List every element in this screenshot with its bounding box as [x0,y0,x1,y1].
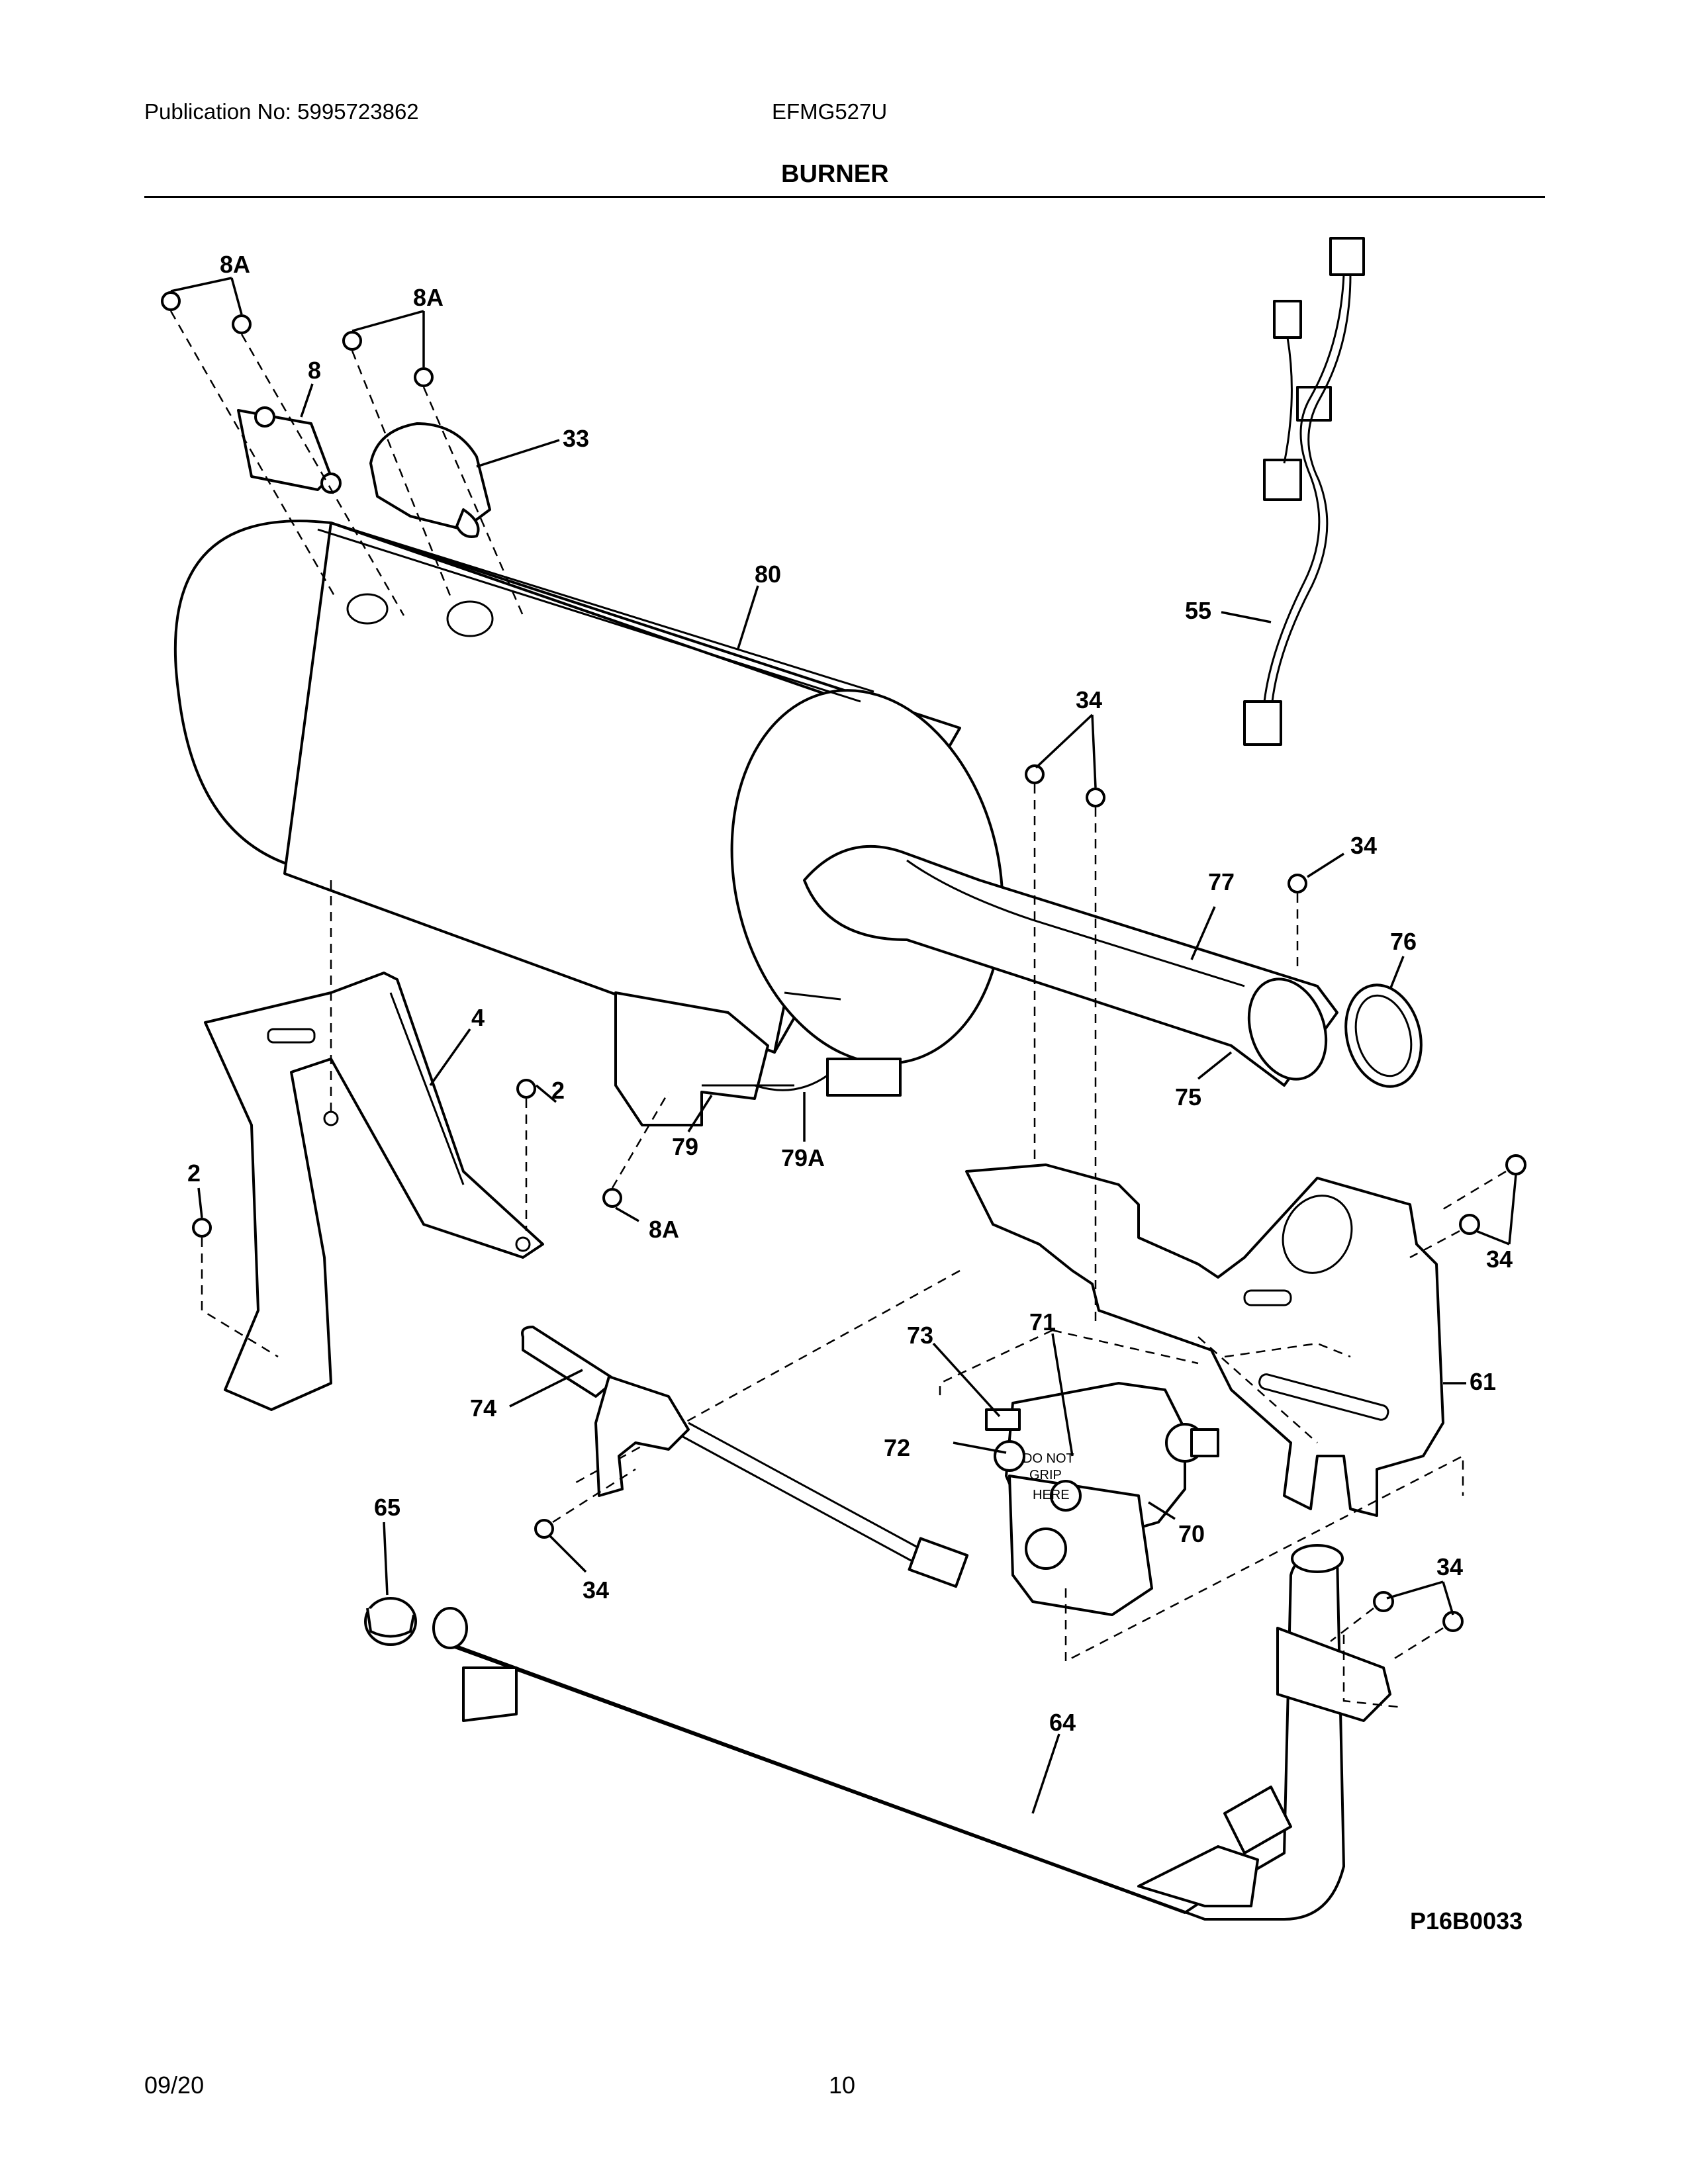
callout-34-c: 34 [1486,1246,1513,1273]
callout-8a-1: 8A [220,251,250,278]
screws-34-right [1459,1154,1526,1235]
callout-70: 70 [1178,1520,1205,1547]
callout-2-b: 2 [187,1160,201,1187]
mounting-bracket-61 [965,1163,1444,1517]
footer-date: 09/20 [144,2071,205,2099]
publication-number: Publication No: 5995723862 [144,99,419,124]
flame-cone-76 [1344,983,1423,1088]
model-number: EFMG527U [772,99,888,124]
callout-65: 65 [374,1494,400,1521]
manifold-pipe-64 [432,1544,1391,1921]
callout-80: 80 [755,561,781,588]
burner-drum-80 [173,520,1004,1065]
callout-34-a: 34 [1076,686,1102,713]
callout-73: 73 [907,1322,933,1349]
callout-2-a: 2 [551,1077,565,1104]
connector-79a [754,1058,902,1097]
stamp-here: HERE [1033,1488,1070,1502]
callout-61: 61 [1470,1368,1496,1395]
burner-tube-77 [803,844,1338,1087]
header-rule [144,196,1545,198]
callout-34-d: 34 [583,1576,609,1604]
callout-8: 8 [308,357,321,384]
callout-64: 64 [1049,1709,1076,1736]
stamp-grip: GRIP [1029,1468,1062,1482]
callout-8a-2: 8A [413,284,444,311]
callout-34-e: 34 [1436,1553,1463,1580]
callout-34-b: 34 [1350,832,1377,859]
figure-code: P16B0033 [1410,1907,1523,1934]
callout-79a: 79A [781,1144,825,1171]
igniter-74 [521,1326,969,1588]
callout-4: 4 [471,1004,485,1031]
callout-8a-3: 8A [649,1216,679,1243]
thermal-cutoff-33 [369,422,491,538]
support-bracket-4 [204,972,544,1411]
callout-33: 33 [563,425,589,452]
callout-76: 76 [1390,928,1417,955]
callout-75: 75 [1175,1083,1201,1111]
section-title: BURNER [781,160,889,188]
stamp-do-not: DO NOT [1023,1451,1074,1466]
callout-55: 55 [1185,597,1211,624]
callout-74: 74 [470,1394,496,1422]
callout-72: 72 [884,1434,910,1461]
screw-34-igniter [534,1519,554,1539]
plug-65 [364,1597,417,1646]
screws-2 [192,1079,536,1238]
gas-valve-70: DO NOT GRIP HERE [985,1382,1219,1616]
callout-77: 77 [1208,868,1235,895]
callout-71: 71 [1029,1308,1056,1336]
screws-34-top [1025,764,1307,893]
screws-8a-top [161,291,434,387]
callout-79: 79 [672,1133,698,1160]
footer-page-number: 10 [829,2071,856,2099]
wire-harness-55 [1243,237,1365,746]
igniter-holder-79 [614,991,794,1126]
screw-8a-lower [602,1188,622,1208]
